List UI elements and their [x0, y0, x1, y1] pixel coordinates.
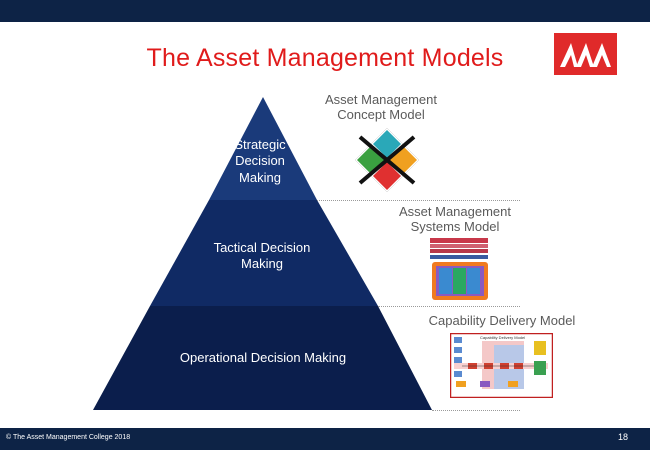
pyramid-level-operational: [93, 306, 432, 410]
pyramid-label-strategic: Strategic Decision Making: [234, 137, 286, 185]
concept-model-thumbnail: [352, 125, 422, 200]
divider-strategic-tactical: [317, 200, 520, 201]
pyramid-label-tactical: Tactical Decision Making: [213, 240, 311, 272]
concept-model-label: Asset Management Concept Model: [324, 92, 437, 122]
capability-model-label: Capability Delivery Model: [428, 313, 576, 328]
pyramid-label-operational: Operational Decision Making: [179, 350, 347, 365]
divider-tactical-operational: [378, 306, 520, 307]
capability-thumbnail-title: Capability Delivery Model: [480, 335, 526, 340]
slide-title: The Asset Management Models: [146, 44, 504, 72]
footer-bar: © The Asset Management College 2018 18: [0, 428, 650, 450]
systems-model-label: Asset Management Systems Model: [398, 204, 511, 234]
top-banner: [0, 0, 650, 22]
pyramid-level-strategic: [209, 97, 317, 200]
divider-bottom: [432, 410, 520, 411]
pyramid-level-tactical: [150, 200, 378, 306]
copyright-text: © The Asset Management College 2018: [6, 434, 131, 441]
page-number: 18: [617, 432, 628, 442]
capability-model-thumbnail: Capability Delivery Model: [449, 332, 554, 403]
college-logo: [554, 33, 617, 75]
systems-model-thumbnail: [430, 238, 490, 307]
